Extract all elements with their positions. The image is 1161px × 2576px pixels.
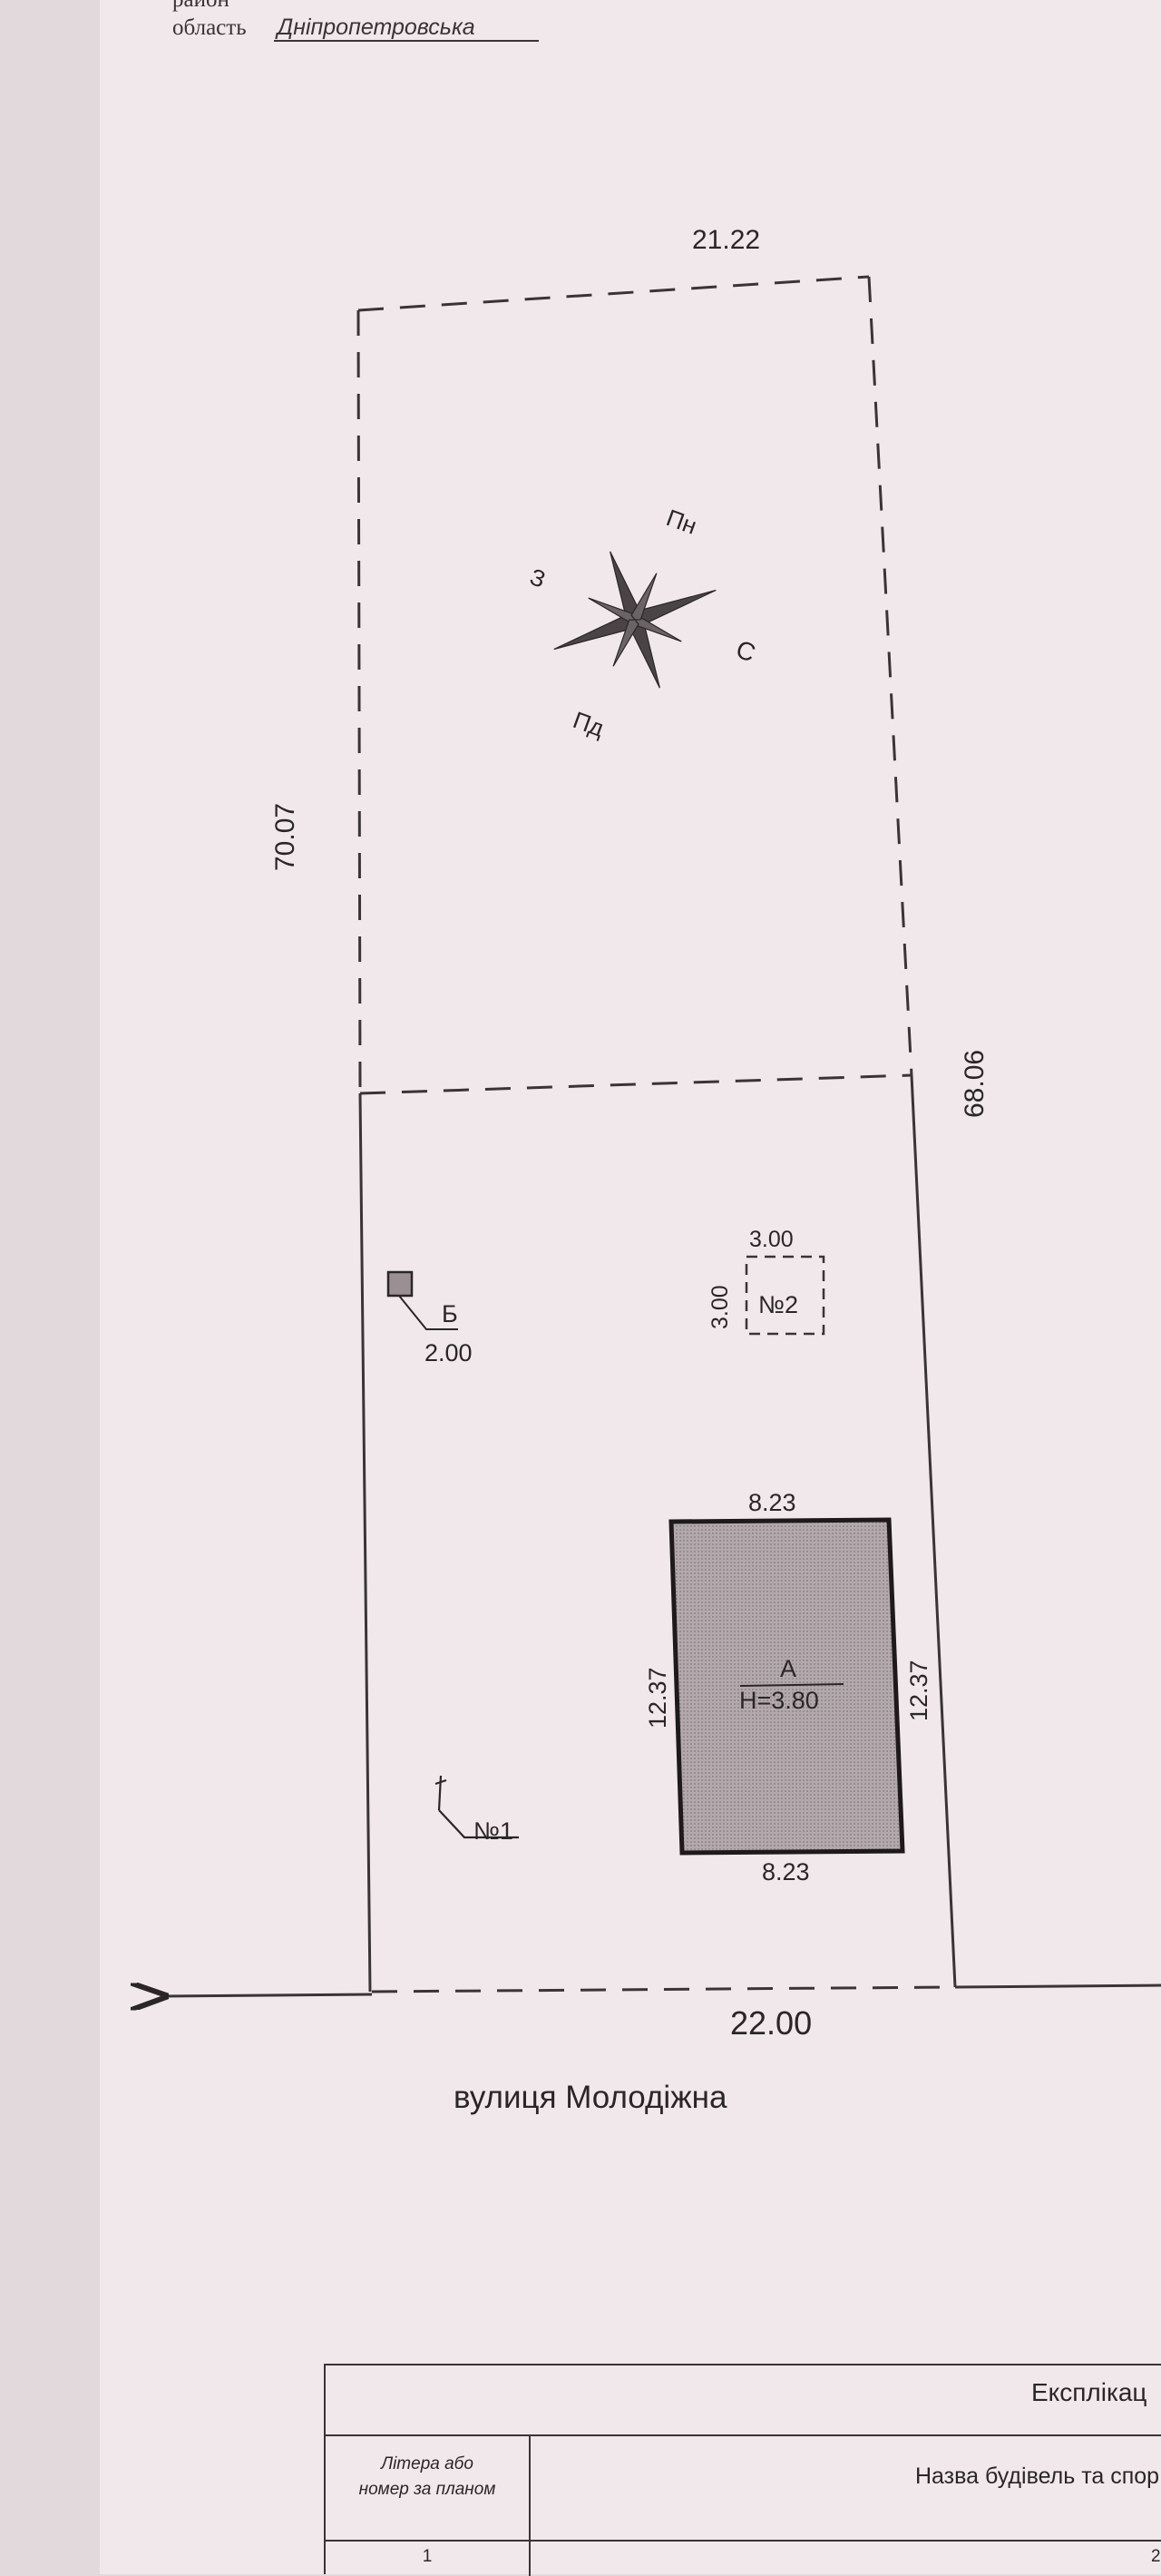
plot-boundary-left (358, 1092, 372, 1993)
building-a-label-line (739, 1683, 844, 1687)
structure-b-size: 2.00 (424, 1339, 473, 1366)
structure-no1-label: №1 (473, 1817, 513, 1845)
street-name: вулиця Молодіжна (454, 2080, 727, 2115)
plot-boundary-right (910, 1074, 957, 1988)
structure-no2-width: 3.00 (749, 1227, 794, 1252)
building-a (668, 1517, 905, 1856)
table-row1-col2: 2 (1151, 2547, 1161, 2566)
plan-sheet (100, 0, 1161, 2574)
building-a-length-right: 12.37 (905, 1660, 932, 1721)
oblast-label: область (172, 15, 247, 40)
table-title: Експлікац (1031, 2378, 1147, 2406)
plot-boundary-front (371, 1985, 953, 1993)
structure-b (386, 1270, 414, 1298)
top-width-dimension: 21.22 (692, 225, 761, 255)
building-a-height: Н=3.80 (739, 1687, 819, 1714)
building-a-letter: А (780, 1655, 797, 1682)
table-row1-col1: 1 (422, 2547, 433, 2566)
plot-division-line (359, 1073, 912, 1095)
building-a-width-top: 8.23 (748, 1489, 796, 1516)
structure-no2 (745, 1255, 825, 1336)
front-width-dimension: 22.00 (730, 2004, 813, 2042)
table-col1-header-line1: Літера або (381, 2454, 473, 2473)
structure-b-leader (398, 1295, 458, 1330)
building-a-length-left: 12.37 (644, 1667, 671, 1729)
explication-table: Експлікац Літера або номер за планом Наз… (324, 2364, 1161, 2576)
table-col1-header-line2: номер за планом (358, 2480, 496, 2499)
table-column-divider (529, 2436, 531, 2576)
left-length-dimension: 70.07 (270, 802, 300, 871)
plot-boundary-left-rear (356, 309, 362, 1090)
compass-rose-icon (553, 551, 717, 689)
plot-boundary-right-rear (867, 276, 913, 1076)
table-title-row (326, 2365, 1161, 2436)
right-length-dimension: 68.06 (960, 1049, 990, 1118)
table-header-row (326, 2436, 1161, 2542)
table-col2-header: Назва будівель та спор (915, 2463, 1160, 2489)
structure-b-letter: Б (442, 1300, 458, 1327)
building-a-width-bottom: 8.23 (762, 1858, 810, 1885)
structure-no2-length: 3.00 (707, 1285, 733, 1329)
header-fields: район область Дніпропетровська (172, 0, 539, 42)
rayon-label: район (172, 0, 229, 12)
structure-no1-marker (434, 1775, 519, 1839)
neighbour-line-right (954, 1983, 1161, 1989)
oblast-value: Дніпропетровська (273, 15, 539, 42)
plot-boundary-top (357, 275, 870, 312)
street-arrow (163, 1994, 373, 1996)
structure-no2-label: №2 (758, 1291, 798, 1318)
